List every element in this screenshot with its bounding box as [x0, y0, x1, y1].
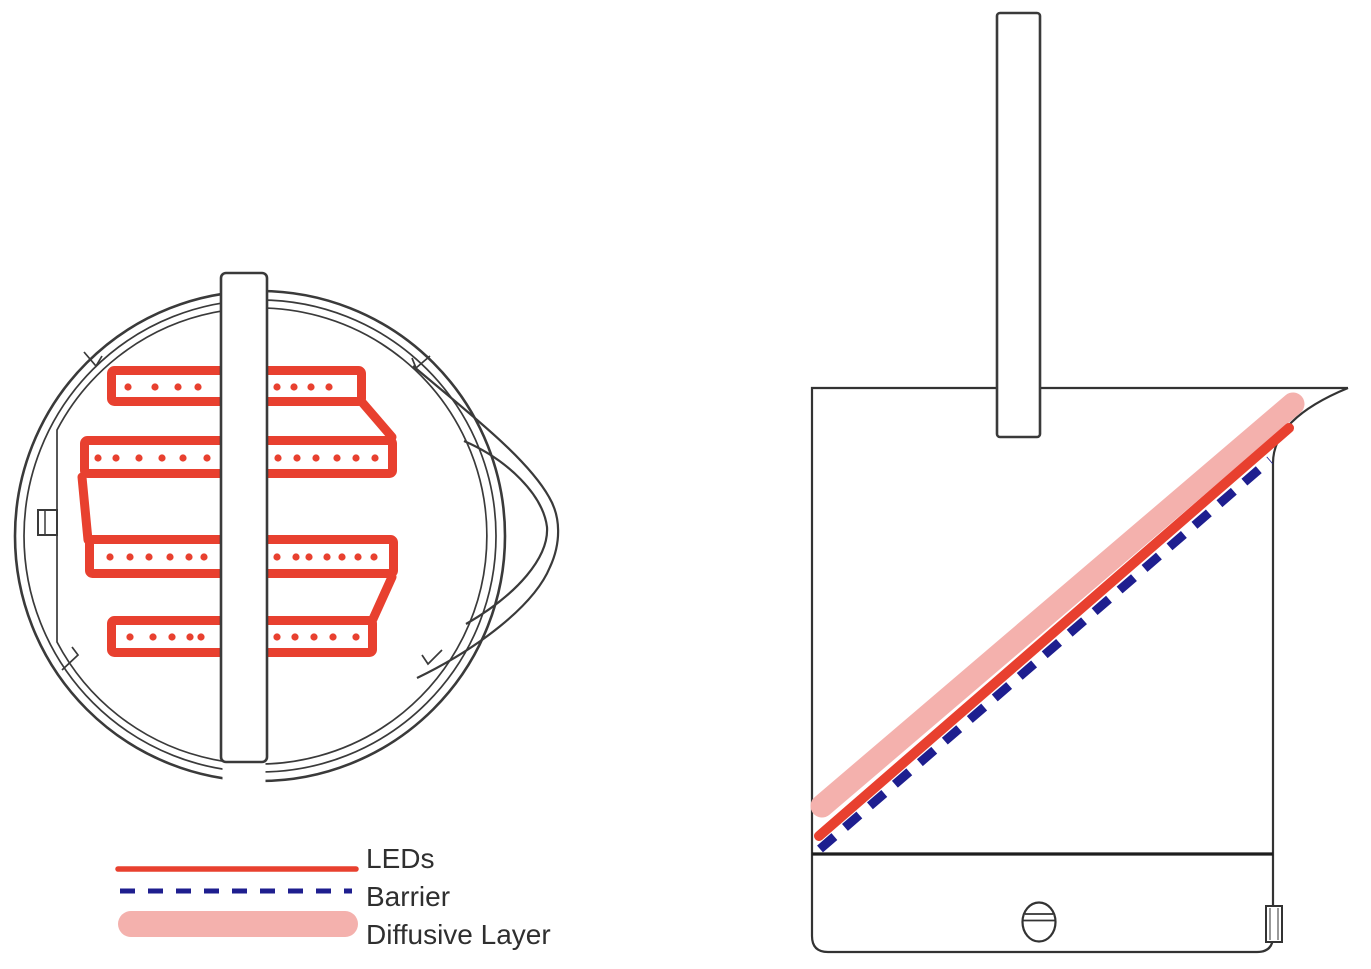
top-view-handle-bar	[219, 271, 269, 764]
rim-notch-bottom-left	[61, 646, 80, 671]
led-dots	[94, 383, 379, 641]
pot-handle-inner-curve	[463, 439, 549, 625]
legend: LEDs Barrier Diffusive Layer	[115, 843, 551, 950]
led-dot	[370, 553, 378, 561]
led-dot	[124, 383, 132, 391]
rim-notch-bottom-right	[421, 649, 443, 666]
led-dot	[273, 553, 281, 561]
led-dot	[185, 553, 193, 561]
led-dot	[291, 633, 299, 641]
led-dot	[174, 383, 182, 391]
led-dot	[292, 553, 300, 561]
led-dot	[203, 454, 211, 462]
led-dot	[179, 454, 187, 462]
legend-label-diffusive: Diffusive Layer	[366, 919, 551, 950]
led-dot	[112, 454, 120, 462]
side-view-handle-bar	[995, 11, 1042, 439]
left-tab	[37, 509, 58, 536]
led-dot	[310, 633, 318, 641]
legend-label-leds: LEDs	[366, 843, 434, 874]
led-strip-side	[814, 423, 1294, 841]
led-dot	[158, 454, 166, 462]
screw-head	[1021, 901, 1057, 943]
led-dot	[186, 633, 194, 641]
wire-strip3-strip4	[368, 572, 397, 624]
led-dot	[151, 383, 159, 391]
pot-handle-outer-curve	[412, 365, 560, 679]
barrier-layer	[817, 456, 1273, 853]
legend-diffusive-swatch	[118, 911, 358, 937]
led-wiring	[77, 396, 397, 624]
led-dot	[352, 633, 360, 641]
pot-inner-rim	[56, 307, 488, 765]
led-dot	[338, 553, 346, 561]
led-dot	[145, 553, 153, 561]
led-dot	[323, 553, 331, 561]
led-dot	[200, 553, 208, 561]
led-dot	[329, 633, 337, 641]
led-dot	[352, 454, 360, 462]
led-dot	[135, 454, 143, 462]
latch-body	[1265, 905, 1283, 943]
legend-label-barrier: Barrier	[366, 881, 450, 912]
top-view-diagram	[13, 271, 560, 790]
led-dot	[166, 553, 174, 561]
wire-strip1-strip2	[356, 396, 397, 442]
wire-strip2-strip3	[77, 472, 93, 545]
led-dot	[168, 633, 176, 641]
led-dot	[354, 553, 362, 561]
led-dot	[106, 553, 114, 561]
vessel-outline	[810, 386, 1349, 954]
diffusive-layer	[810, 392, 1305, 818]
led-dot	[94, 454, 102, 462]
led-dot	[126, 633, 134, 641]
led-dot	[333, 454, 341, 462]
led-dot	[194, 383, 202, 391]
led-dot	[290, 383, 298, 391]
led-dot	[305, 553, 313, 561]
screw-circle	[1021, 901, 1057, 943]
led-dot	[371, 454, 379, 462]
led-dot	[197, 633, 205, 641]
base-latch	[1265, 905, 1283, 943]
led-dot	[274, 454, 282, 462]
led-dot	[325, 383, 333, 391]
led-dot	[312, 454, 320, 462]
led-dot	[293, 454, 301, 462]
led-dot	[307, 383, 315, 391]
led-dot	[273, 383, 281, 391]
led-dot	[149, 633, 157, 641]
side-view-diagram	[810, 11, 1349, 954]
led-dot	[126, 553, 134, 561]
led-dot	[273, 633, 281, 641]
rim-notch-top-left	[83, 351, 103, 368]
